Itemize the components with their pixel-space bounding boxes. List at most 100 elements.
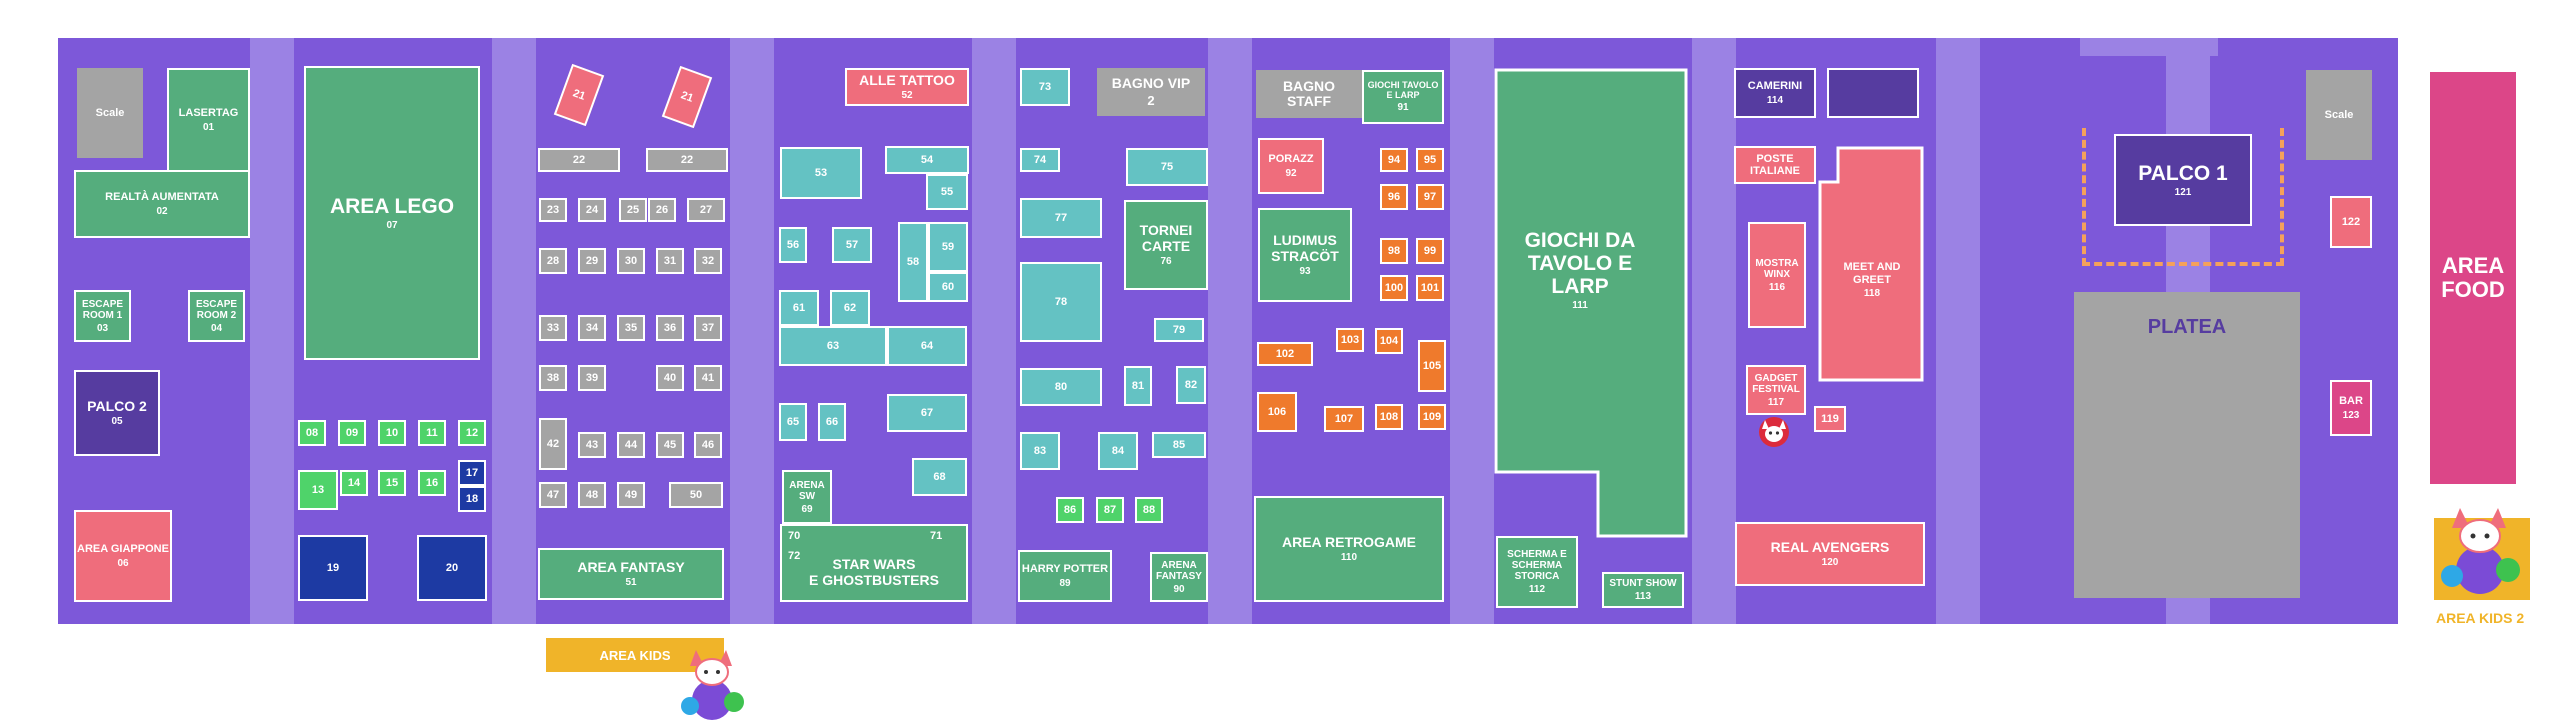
stand-27[interactable]: 27 — [687, 198, 725, 222]
stand-35[interactable]: 35 — [617, 315, 645, 341]
stand-104[interactable]: 104 — [1375, 328, 1403, 354]
stand-12[interactable]: 12 — [458, 420, 486, 446]
stand-109[interactable]: 109 — [1418, 404, 1446, 430]
stand-78[interactable]: 78 — [1020, 262, 1102, 342]
stand-38[interactable]: 38 — [539, 365, 567, 391]
stand-85[interactable]: 85 — [1152, 432, 1206, 458]
stand-55[interactable]: 55 — [926, 174, 968, 210]
stand-102[interactable]: 102 — [1257, 342, 1313, 366]
stand-45[interactable]: 45 — [656, 432, 684, 458]
stand-13[interactable]: 13 — [298, 470, 338, 510]
stand-98[interactable]: 98 — [1380, 238, 1408, 264]
platea[interactable]: PLATEA — [2074, 292, 2300, 598]
stand-119[interactable]: 119 — [1814, 406, 1846, 432]
stand-18[interactable]: 18 — [458, 486, 486, 512]
area-111-shape[interactable] — [1494, 68, 1688, 540]
area-70-72[interactable]: STAR WARS E GHOSTBUSTERS — [780, 524, 968, 602]
stand-87[interactable]: 87 — [1096, 497, 1124, 523]
stand-43[interactable]: 43 — [578, 432, 606, 458]
poste-italiane[interactable]: POSTE ITALIANE — [1734, 146, 1816, 184]
stand-82[interactable]: 82 — [1176, 366, 1206, 404]
stand-62[interactable]: 62 — [830, 290, 870, 326]
stand-63[interactable]: 63 — [779, 326, 887, 366]
stand-64[interactable]: 64 — [887, 326, 967, 366]
stand-75[interactable]: 75 — [1126, 148, 1208, 186]
stand-60[interactable]: 60 — [928, 272, 968, 302]
stand-61[interactable]: 61 — [779, 290, 819, 326]
stand-122[interactable]: 122 — [2330, 196, 2372, 248]
stand-99[interactable]: 99 — [1416, 238, 1444, 264]
stand-26[interactable]: 26 — [648, 198, 676, 222]
stand-79[interactable]: 79 — [1154, 318, 1204, 342]
stand-39[interactable]: 39 — [578, 365, 606, 391]
stand-80[interactable]: 80 — [1020, 368, 1102, 406]
stand-15[interactable]: 15 — [378, 470, 406, 496]
scale-left[interactable]: Scale — [77, 68, 143, 158]
stand-22[interactable]: 22 — [646, 148, 728, 172]
stand-10[interactable]: 10 — [378, 420, 406, 446]
stand-53[interactable]: 53 — [780, 147, 862, 199]
stand-50[interactable]: 50 — [669, 482, 723, 508]
stand-96[interactable]: 96 — [1380, 184, 1408, 210]
stand-97[interactable]: 97 — [1416, 184, 1444, 210]
stand-48[interactable]: 48 — [578, 482, 606, 508]
stand-56[interactable]: 56 — [779, 227, 807, 263]
stand-09[interactable]: 09 — [338, 420, 366, 446]
stand-42[interactable]: 42 — [539, 418, 567, 470]
stand-36[interactable]: 36 — [656, 315, 684, 341]
stand-25[interactable]: 25 — [619, 198, 647, 222]
stand-49[interactable]: 49 — [617, 482, 645, 508]
stand-95[interactable]: 95 — [1416, 148, 1444, 172]
stand-31[interactable]: 31 — [656, 248, 684, 274]
stand-94[interactable]: 94 — [1380, 148, 1408, 172]
stand-33[interactable]: 33 — [539, 315, 567, 341]
stand-37[interactable]: 37 — [694, 315, 722, 341]
stand-100[interactable]: 100 — [1380, 275, 1408, 301]
stand-11[interactable]: 11 — [418, 420, 446, 446]
stand-58[interactable]: 58 — [898, 222, 928, 302]
stand-73[interactable]: 73 — [1020, 68, 1070, 106]
stand-17[interactable]: 17 — [458, 460, 486, 486]
stand-83[interactable]: 83 — [1020, 432, 1060, 470]
stand-19[interactable]: 19 — [298, 535, 368, 601]
stand-24[interactable]: 24 — [578, 198, 606, 222]
stand-59[interactable]: 59 — [928, 222, 968, 272]
stand-68[interactable]: 68 — [912, 458, 967, 496]
stand-81[interactable]: 81 — [1124, 366, 1152, 406]
stand-88[interactable]: 88 — [1135, 497, 1163, 523]
stand-65[interactable]: 65 — [779, 403, 807, 441]
stand-77[interactable]: 77 — [1020, 198, 1102, 238]
stand-16[interactable]: 16 — [418, 470, 446, 496]
stand-20[interactable]: 20 — [417, 535, 487, 601]
stand-14[interactable]: 14 — [340, 470, 368, 496]
stand-29[interactable]: 29 — [578, 248, 606, 274]
stand-28[interactable]: 28 — [539, 248, 567, 274]
stand-103[interactable]: 103 — [1336, 328, 1364, 352]
stand-101[interactable]: 101 — [1416, 275, 1444, 301]
stand-22[interactable]: 22 — [538, 148, 620, 172]
stand-41[interactable]: 41 — [694, 365, 722, 391]
stand-105[interactable]: 105 — [1418, 340, 1446, 392]
stand-107[interactable]: 107 — [1324, 406, 1364, 432]
stand-108[interactable]: 108 — [1375, 404, 1403, 430]
